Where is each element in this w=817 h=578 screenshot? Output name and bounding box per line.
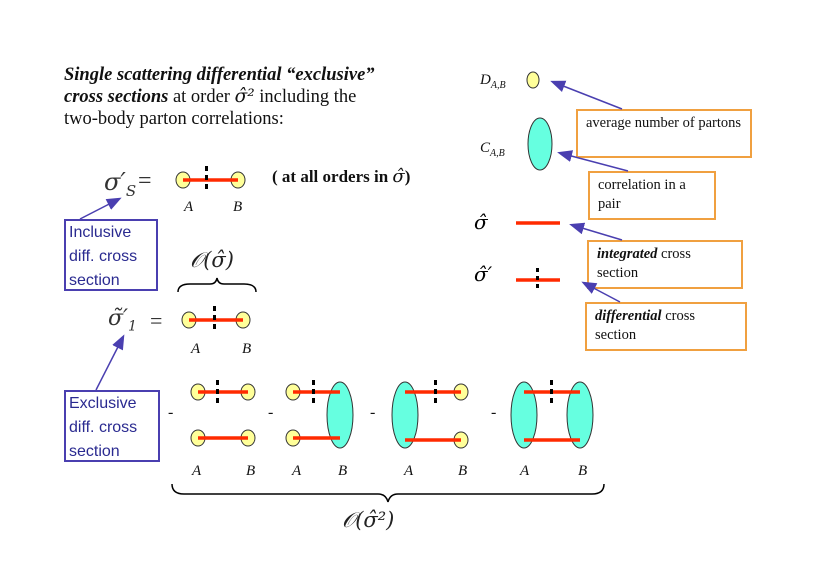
term-3 [391, 380, 469, 449]
all-orders-text: ( at all orders in σ̂) [272, 166, 410, 187]
label-b-5: B [458, 463, 468, 479]
brace-order-sigma2 [171, 483, 605, 503]
order-sigma: 𝒪(σ̂) [190, 248, 234, 272]
arrow-inclusive [79, 197, 122, 220]
exclusive-line-1: Exclusive [69, 395, 137, 412]
differential-rest: cross section [595, 308, 696, 343]
arrow-corr [557, 150, 629, 172]
all-orders-close: ) [404, 167, 411, 186]
equals-1: = [138, 168, 152, 194]
inclusive-box: Inclusive diff. cross section [64, 219, 158, 291]
inclusive-line-1: Inclusive [69, 224, 132, 241]
avg-number-box: average number of partons [576, 109, 752, 158]
sigma-s-prime: σ′ [104, 168, 126, 196]
arrow-avg [550, 80, 623, 110]
legend-c-ellipse [527, 117, 553, 171]
c-sub: A,B [490, 148, 505, 159]
d-sub: A,B [490, 80, 506, 91]
diagram-sigma-s [175, 166, 246, 189]
label-b-1: B [233, 199, 243, 215]
term-4 [510, 380, 594, 449]
term-2 [285, 380, 354, 449]
minus-4: - [491, 404, 497, 421]
label-a-4: A [292, 463, 302, 479]
term-1 [190, 380, 256, 447]
integrated-bold: integrated [597, 246, 658, 262]
intro-plain-2: including the [254, 87, 357, 107]
correlation-box: correlation in a pair [588, 171, 716, 220]
arrow-exclusive [95, 334, 125, 391]
label-a-6: A [520, 463, 530, 479]
diagram-sigma-tilde [181, 306, 251, 329]
intro-italic-2: cross sections [64, 87, 169, 107]
exclusive-line-3: section [69, 443, 120, 460]
d-symbol: D [480, 72, 491, 88]
sigma-tilde-label: σ̃′1 [108, 306, 137, 334]
intro-plain-3: two-body parton correlations: [64, 109, 284, 129]
sigma-s-label: σ′S [104, 168, 136, 200]
label-b-2: B [242, 341, 252, 357]
all-orders-open: ( at all orders in [272, 167, 393, 186]
label-a-1: A [184, 199, 194, 215]
intro-italic-1: Single scattering differential “exclusiv… [64, 65, 375, 85]
sigma-tilde: σ̃′ [108, 306, 129, 331]
brace-order-sigma [177, 277, 257, 293]
intro-plain-1: at order [168, 87, 235, 107]
integrated-rest: cross section [597, 246, 691, 281]
sigma-tilde-sub: 1 [128, 318, 137, 335]
inclusive-line-2: diff. cross [69, 248, 138, 265]
order-sigma2: 𝒪(σ̂²) [342, 508, 395, 532]
inclusive-line-3: section [69, 272, 120, 289]
c-ab-label: CA,B [480, 140, 505, 159]
label-a-3: A [192, 463, 202, 479]
label-a-5: A [404, 463, 414, 479]
minus-1: - [168, 404, 174, 421]
label-b-3: B [246, 463, 256, 479]
all-orders-sigma: σ̂ [392, 166, 405, 187]
minus-3: - [370, 404, 376, 421]
label-a-2: A [191, 341, 201, 357]
sigma-s-sub: S [125, 181, 137, 200]
arrow-integrated [569, 222, 623, 241]
c-symbol: C [480, 140, 491, 156]
integrated-box: integrated cross section [587, 240, 743, 289]
legend-cut-dots [536, 268, 539, 288]
legend-d-ellipse [526, 71, 540, 89]
sigma-hat-label: σ̂ [474, 210, 488, 234]
intro-text: Single scattering differential “exclusiv… [64, 64, 424, 130]
arrow-differential [581, 281, 621, 303]
differential-bold: differential [595, 308, 662, 324]
differential-box: differential cross section [585, 302, 747, 351]
exclusive-line-2: diff. cross [69, 419, 138, 436]
intro-sigma2: σ̂² [234, 86, 255, 107]
label-b-6: B [578, 463, 588, 479]
exclusive-box: Exclusive diff. cross section [64, 390, 160, 462]
equals-2: = [150, 308, 163, 333]
minus-2: - [268, 404, 274, 421]
d-ab-label: DA,B [480, 72, 506, 91]
label-b-4: B [338, 463, 348, 479]
sigma-hat-prime-label: σ̂′ [474, 262, 493, 286]
